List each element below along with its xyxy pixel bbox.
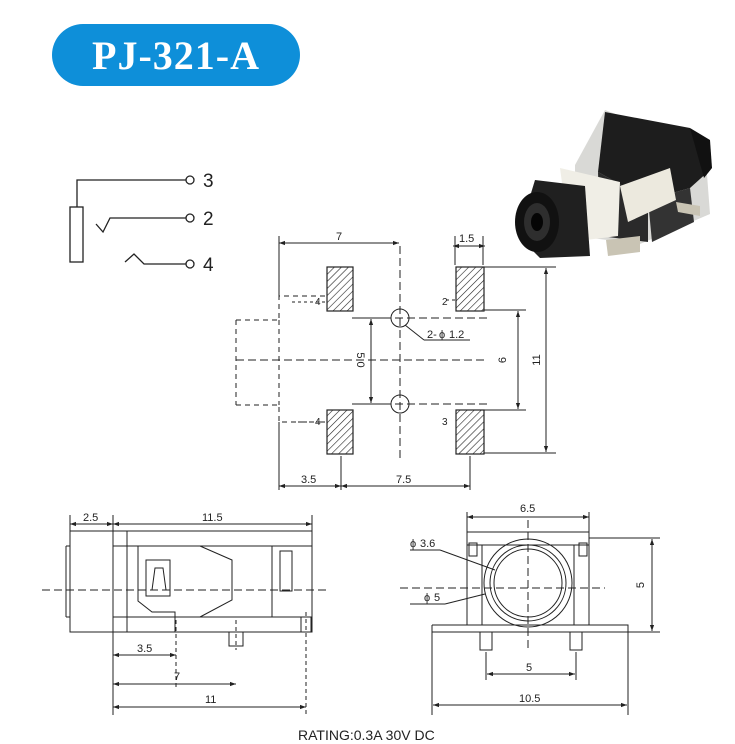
- pad-label-4-bottom: 4: [315, 417, 321, 428]
- dim-left-offset: 3.5: [301, 474, 316, 486]
- dim-base: 10.5: [519, 693, 540, 705]
- dim-height: 5: [635, 582, 647, 588]
- dim-pin-span: 5: [526, 662, 532, 674]
- rating-text: RATING:0.3A 30V DC: [298, 727, 435, 743]
- footprint-pads: [326, 266, 485, 455]
- dim-front-length: 2.5: [83, 512, 98, 524]
- terminal-3-wire: [76, 179, 186, 207]
- schematic-symbol: [69, 175, 195, 269]
- terminal-3-node: [185, 175, 195, 185]
- dim-hole-dia: 1.2: [449, 329, 464, 341]
- pad-label-2: 2: [442, 297, 448, 308]
- terminal-label-3: 3: [203, 171, 214, 192]
- part-number-badge: PJ-321-A: [52, 24, 300, 86]
- front-view: [400, 512, 660, 715]
- terminal-2-node: [185, 213, 195, 223]
- dim-side-11: 11: [205, 694, 216, 706]
- product-photo: [515, 110, 712, 258]
- pad-3: [455, 409, 485, 455]
- dim-hole-spacing: 5.0: [354, 352, 366, 367]
- dim-side-7: 7: [174, 671, 180, 683]
- dim-pad-width: 1.5: [459, 233, 474, 245]
- pad-2: [455, 266, 485, 312]
- dim-bore: 3.6: [420, 538, 435, 550]
- dim-hole-label: 2-: [427, 329, 437, 341]
- dim-front-width: 6.5: [520, 503, 535, 515]
- terminal-4-node: [185, 259, 195, 269]
- dim-outer: 5: [434, 592, 440, 604]
- pad-4-bottom: [326, 409, 354, 455]
- terminal-label-2: 2: [203, 209, 214, 230]
- dim-pad-offset: 7.5: [396, 474, 411, 486]
- part-number: PJ-321-A: [92, 32, 260, 78]
- dim-pad-pitch: 7: [336, 231, 342, 243]
- dim-body-length: 11.5: [202, 512, 223, 524]
- dim-inner-span: 6: [497, 357, 509, 363]
- pad-label-4-top: 4: [315, 297, 321, 308]
- pad-4-top: [326, 266, 354, 312]
- sleeve-contact: [69, 206, 84, 263]
- terminal-label-4: 4: [203, 255, 214, 276]
- dim-side-3-5: 3.5: [137, 643, 152, 655]
- hole-leader: [404, 324, 425, 341]
- terminal-4-wire: [124, 253, 186, 265]
- pad-label-3: 3: [442, 417, 448, 428]
- dim-bore-phi: ϕ: [410, 538, 416, 550]
- dim-hole-phi: ϕ: [439, 329, 445, 341]
- dim-overall-span: 11: [531, 354, 543, 365]
- side-view: [42, 515, 330, 715]
- terminal-2-wire: [95, 217, 186, 234]
- dim-outer-phi: ϕ: [424, 592, 430, 604]
- pcb-footprint: [235, 236, 556, 490]
